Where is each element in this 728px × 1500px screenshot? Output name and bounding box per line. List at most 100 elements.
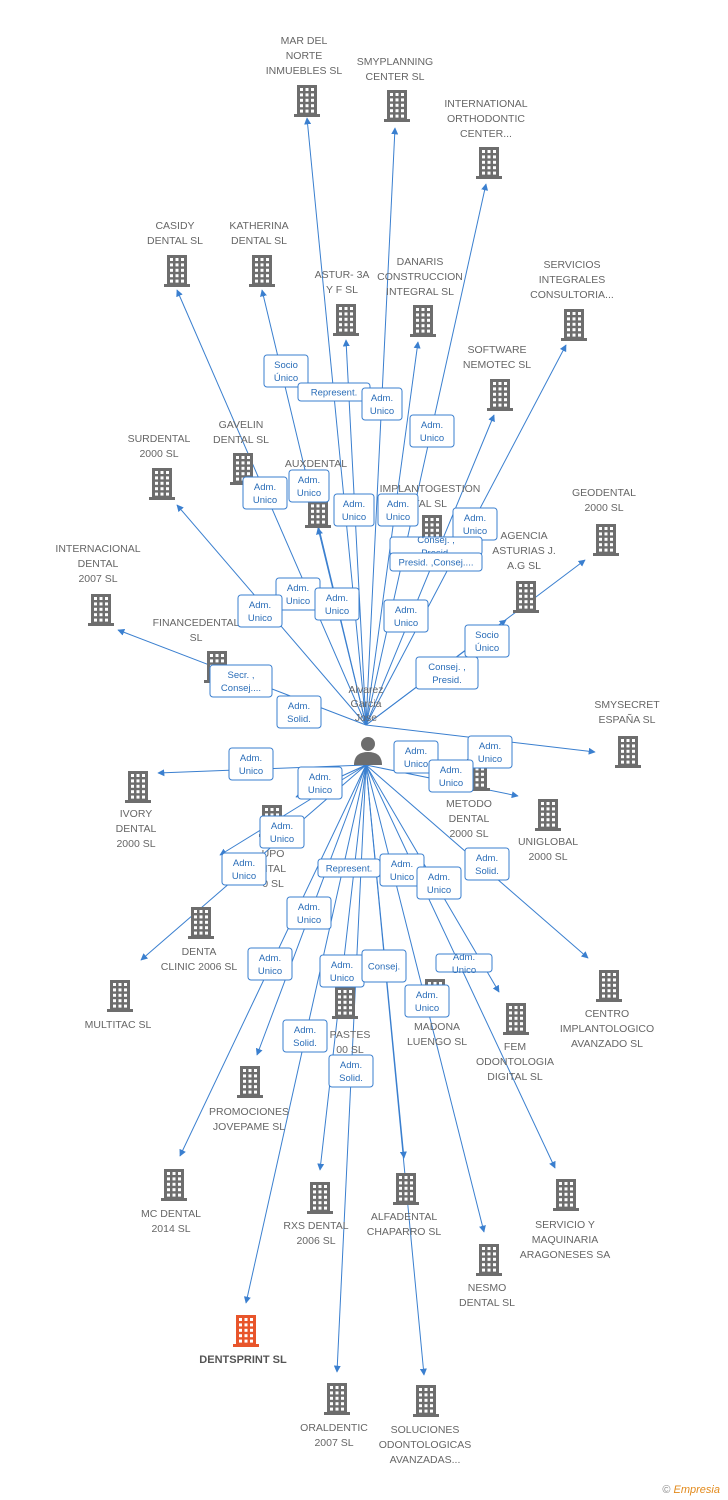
edge-label-text: Unico xyxy=(439,778,463,789)
edge-label-25[interactable]: Adm.Unico xyxy=(259,815,305,849)
edge-label-35[interactable]: Adm.Unico xyxy=(435,952,493,976)
company-label-danaris-line-2: CONSTRUCCION xyxy=(377,271,463,283)
company-node-soluciones-odontologicas[interactable]: SOLUCIONESODONTOLOGICASAVANZADAS... xyxy=(379,1385,472,1466)
edge-label-9[interactable]: Adm.Unico xyxy=(452,507,498,541)
edge-label-34[interactable]: Consej. xyxy=(361,949,407,983)
edge-label-19[interactable]: Adm.Solid. xyxy=(276,695,322,729)
company-node-multitac[interactable]: MULTITAC SL xyxy=(85,980,152,1031)
international-orthodontic-building-icon xyxy=(476,147,502,179)
edge-label-box xyxy=(383,599,429,633)
edge-label-3[interactable]: Adm.Unico xyxy=(361,387,403,421)
edge-label-12[interactable]: Adm.Unico xyxy=(275,577,321,611)
company-node-servicios-integrales[interactable]: SERVICIOSINTEGRALESCONSULTORIA... xyxy=(530,259,614,341)
company-label-metodo-line-2: DENTAL xyxy=(449,813,490,825)
edge-label-23[interactable]: Adm.Unico xyxy=(428,759,474,793)
edge-label-box xyxy=(209,664,273,698)
edge-label-8[interactable]: Adm.Unico xyxy=(377,493,419,527)
edge-label-27[interactable]: Represent. xyxy=(317,858,381,878)
edge-label-36[interactable]: Adm.Unico xyxy=(404,984,450,1018)
company-node-dentsprint[interactable]: DENTSPRINT SL xyxy=(199,1315,287,1366)
edge-label-box xyxy=(416,866,462,900)
edge-label-20[interactable]: Adm.Unico xyxy=(393,740,439,774)
edge-label-21[interactable]: Adm.Unico xyxy=(467,735,513,769)
edge-label-box xyxy=(242,476,288,510)
edge-label-13[interactable]: Adm.Unico xyxy=(314,587,360,621)
edge-label-text: Solid. xyxy=(339,1073,363,1084)
company-label-promociones-line-2: JOVEPAME SL xyxy=(213,1121,285,1133)
edge-label-2[interactable]: Represent. xyxy=(297,382,371,402)
edge-label-text: Adm. xyxy=(298,475,320,486)
edge-label-text: Consej. , xyxy=(417,535,455,546)
company-label-soluciones-odontologicas-line-1: SOLUCIONES xyxy=(391,1424,460,1436)
edge-label-text: Adm. xyxy=(476,853,498,864)
edge-label-text: Unico xyxy=(286,596,310,607)
edge-label-4[interactable]: Adm.Unico xyxy=(409,414,455,448)
edge-label-18[interactable]: Secr. ,Consej.... xyxy=(209,664,273,698)
company-label-international-orthodontic-line-3: CENTER... xyxy=(460,128,512,140)
edge-label-6[interactable]: Adm.Unico xyxy=(242,476,288,510)
edge-label-text: Solid. xyxy=(293,1038,317,1049)
edge-label-5[interactable]: Adm.Unico xyxy=(288,469,330,503)
edge-label-22[interactable]: Adm.Unico xyxy=(228,747,274,781)
company-node-astur-3a[interactable]: ASTUR- 3AY F SL xyxy=(315,269,370,336)
center-name-line-3: Jose xyxy=(355,712,377,724)
edge-label-31[interactable]: Adm.Unico xyxy=(286,896,332,930)
edge-label-32[interactable]: Adm.Unico xyxy=(247,947,293,981)
edge-label-text: Unico xyxy=(370,406,394,417)
edge-label-37[interactable]: Adm.Solid. xyxy=(282,1019,328,1053)
edge-label-text: Unico xyxy=(330,973,354,984)
edge-label-7[interactable]: Adm.Unico xyxy=(333,493,375,527)
company-label-smyplanning-line-1: SMYPLANNING xyxy=(357,56,433,68)
company-node-international-orthodontic[interactable]: INTERNATIONALORTHODONTICCENTER... xyxy=(444,98,528,179)
edge-label-38[interactable]: Adm.Solid. xyxy=(328,1054,374,1088)
company-label-grupo-dental-line-3: 0 SL xyxy=(262,878,284,890)
edge-label-28[interactable]: Adm.Unico xyxy=(379,853,425,887)
edge-label-box xyxy=(428,759,474,793)
company-label-casidy-line-1: CASIDY xyxy=(155,220,194,232)
edge-label-text: Consej. , xyxy=(428,662,466,673)
edge-label-30[interactable]: Adm.Solid. xyxy=(464,847,510,881)
company-node-auxdental[interactable]: AUXDENTALL xyxy=(285,458,347,528)
edge-label-15[interactable]: Adm.Unico xyxy=(383,599,429,633)
edge-label-14[interactable]: Adm.Unico xyxy=(237,594,283,628)
edge-label-text: Adm. xyxy=(254,482,276,493)
edge-label-11[interactable]: Presid. ,Consej.... xyxy=(389,552,483,572)
edge-label-26[interactable]: Adm.Unico xyxy=(221,852,267,886)
edge-label-24[interactable]: Adm.Unico xyxy=(297,766,343,800)
servicio-maquinaria-building-icon xyxy=(553,1179,579,1211)
edge-label-33[interactable]: Adm.Unico xyxy=(319,954,365,988)
company-label-multitac-line-1: MULTITAC SL xyxy=(85,1019,152,1031)
center-person-node[interactable]: Alvarez Garcia Jose xyxy=(348,684,384,765)
edge-label-29[interactable]: Adm.Unico xyxy=(416,866,462,900)
edge-label-17[interactable]: Consej. ,Presid. xyxy=(415,656,479,690)
edge-label-text: Adm. xyxy=(233,858,255,869)
